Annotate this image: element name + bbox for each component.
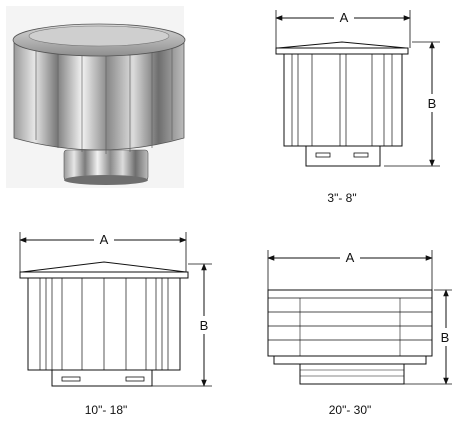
size-range-caption: 20"- 30" [329, 403, 372, 417]
dimension-b-label: B [428, 96, 437, 111]
diagram-large-cap: A B 20"- 30" [267, 249, 454, 417]
dimension-a-label: A [346, 250, 355, 265]
dimension-a-label: A [100, 232, 109, 247]
cap-photo [6, 6, 186, 188]
diagram-medium-cap: A B 10"- 18" [19, 231, 214, 417]
diagram-small-cap: A B 3"- 8" [275, 9, 442, 205]
dimension-b-label: B [200, 318, 209, 333]
dimension-b-label: B [441, 330, 450, 345]
size-range-caption: 10"- 18" [85, 403, 128, 417]
size-range-caption: 3"- 8" [327, 191, 356, 205]
dimension-a-label: A [340, 10, 349, 25]
